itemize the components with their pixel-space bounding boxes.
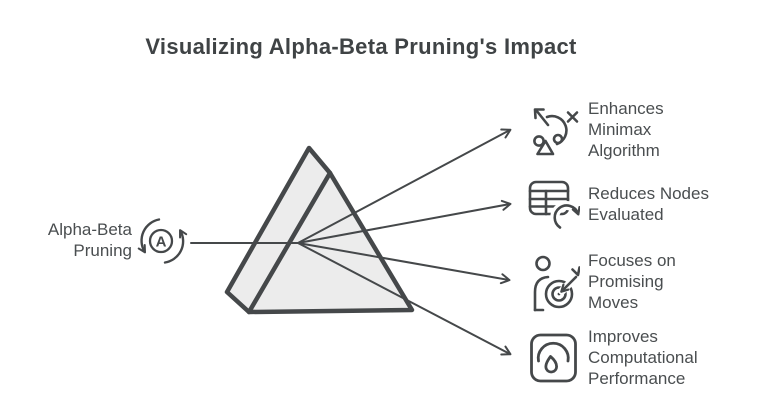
cycle-a-letter: A [156,234,167,251]
page-title: Visualizing Alpha-Beta Pruning's Impact [145,34,577,59]
benefit-label: Reduces Nodes Evaluated [588,184,709,224]
benefit-item-reduces-nodes: Reduces Nodes Evaluated [527,180,709,232]
source-label: Alpha-Beta Pruning [16,219,132,261]
source-label-line1: Alpha-Beta [47,220,132,239]
strategy-icon [527,101,580,159]
benefit-item-enhances-minimax: Enhances Minimax Algorithm [527,98,664,161]
output-ray-2 [297,199,512,244]
cycle-a-icon: A [137,218,188,264]
benefit-label: Enhances Minimax Algorithm [588,99,664,160]
person-target-icon [527,252,580,312]
gauge-icon [527,330,580,386]
output-ray-1 [297,128,512,244]
output-ray-4 [297,242,512,356]
table-refresh-icon [527,176,580,232]
output-ray-3 [297,242,511,285]
benefit-label: Focuses on Promising Moves [588,251,676,312]
benefit-item-promising-moves: Focuses on Promising Moves [527,250,676,313]
benefit-item-performance: Improves Computational Performance [527,326,698,389]
benefit-label: Improves Computational Performance [588,327,698,388]
source-label-line2: Pruning [73,241,132,260]
